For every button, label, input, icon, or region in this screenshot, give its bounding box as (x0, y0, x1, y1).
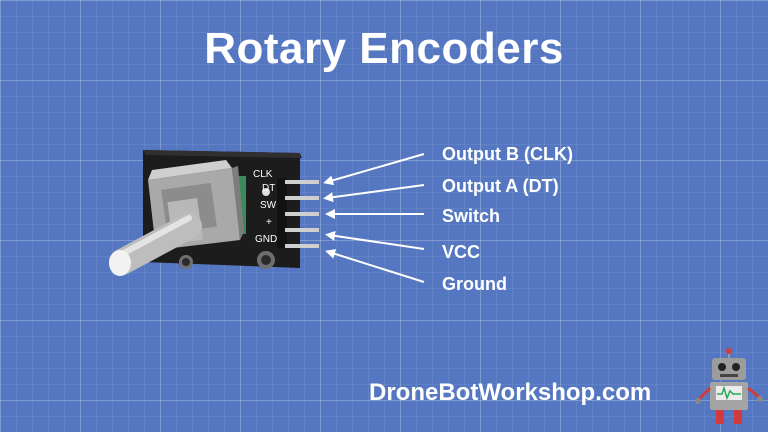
board-labels: CLK DT SW + GND (253, 169, 277, 245)
arrow-dt (323, 184, 425, 203)
arrows (323, 153, 425, 283)
encoder-shaft (109, 198, 203, 276)
arrow-vcc (325, 230, 425, 250)
page-title: Rotary Encoders (204, 24, 564, 73)
board-label-gnd: GND (255, 234, 277, 245)
site-url: DroneBotWorkshop.com (369, 379, 652, 406)
label-ground: Ground (442, 274, 507, 294)
label-switch: Switch (442, 206, 501, 226)
robot-logo (695, 348, 763, 424)
board-label-vcc: + (266, 217, 272, 228)
label-output-b: Output B (CLK) (442, 144, 573, 164)
header-pins (277, 178, 319, 248)
board-label-clk: CLK (253, 169, 273, 180)
board-label-dt: DT (262, 183, 275, 194)
arrow-gnd (325, 249, 425, 283)
label-vcc: VCC (442, 242, 481, 262)
arrow-clk (323, 153, 425, 186)
board-label-sw: SW (260, 200, 277, 211)
label-output-a: Output A (DT) (442, 176, 559, 196)
